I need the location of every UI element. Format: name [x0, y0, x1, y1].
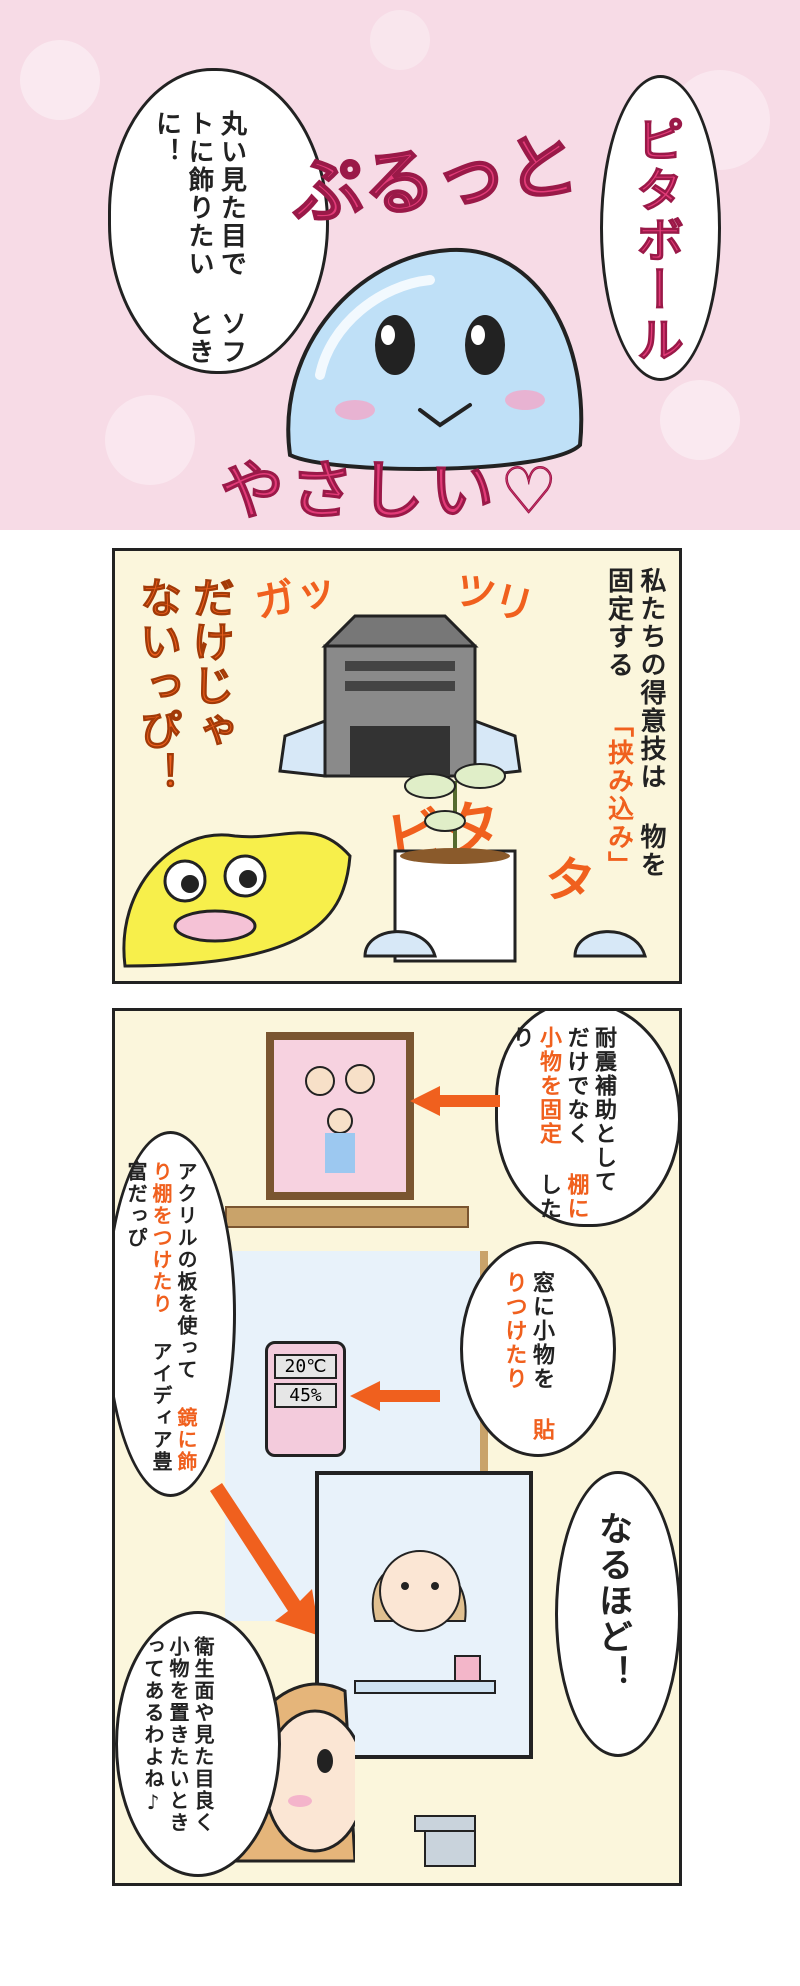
- thermo-hygrometer: 20℃ 45%: [265, 1341, 346, 1457]
- bottom-title-text: やさしい♡: [219, 455, 564, 530]
- left-line-1: 丸い見た目で: [216, 110, 247, 278]
- shout-line-1: だけじゃ: [186, 576, 236, 753]
- bubble-naruhodo: [555, 1471, 679, 1757]
- panel-1: 丸い見た目で ソフトに飾りたい ときに！ ぷるっと ピタボール やさしい♡: [0, 0, 800, 530]
- arrow-to-window: [350, 1381, 440, 1411]
- arrow-to-shelf: [410, 1086, 500, 1116]
- panel2-narration: 私たちの得意技は 物を固定する 「挟み込み」: [602, 567, 667, 897]
- thermo-humidity: 45%: [274, 1383, 337, 1408]
- mirror-reflection: [354, 1550, 496, 1694]
- bottom-line-3: ってあるわよね♪: [141, 1636, 165, 1816]
- narration-line-2: 物を固定する: [603, 567, 667, 879]
- arrow-to-mirror: [210, 1483, 320, 1636]
- bubble-left-text: アクリルの板を使って 鏡に飾り棚をつけたり アイディア豊富だっぴ: [123, 1161, 198, 1491]
- top-line-2: だけでなく: [563, 1026, 589, 1146]
- furniture-illustration: [278, 614, 522, 778]
- top-line-3: 棚に小物を固定: [536, 1026, 589, 1221]
- potted-plant: [393, 763, 517, 963]
- panel-3: 耐震補助として だけでなく 棚に小物を固定 したり 窓に小物を 貼りつけたり 2…: [112, 1008, 682, 1886]
- top-line-1: 耐震補助として: [591, 1026, 616, 1194]
- top-line-4: したり: [508, 1026, 562, 1221]
- left-line-3: ときに！: [151, 110, 215, 366]
- left-speech-bubble: [108, 68, 329, 374]
- bubble-top: [495, 1011, 679, 1227]
- left-line-2: ソフトに飾りたい: [184, 110, 247, 366]
- shelf: [225, 1206, 469, 1228]
- shout-line-2: ないっぴ！: [133, 576, 183, 797]
- panel-2: 私たちの得意技は 物を固定する 「挟み込み」 だけじゃ ないっぴ！ ガッ ツリ …: [112, 548, 682, 984]
- narration-line-1: 私たちの得意技は: [636, 567, 666, 791]
- bubble-bottom-text: 衛生面や見た目良く 小物を置きたいとき ってあるわよね♪: [140, 1636, 215, 1866]
- yellow-mascot: [122, 831, 352, 968]
- left-line-1: アクリルの板を使って: [174, 1161, 198, 1381]
- small-blobs: [363, 930, 647, 958]
- right-speech-bubble: [600, 75, 721, 381]
- window-line-2: 貼りつけたり: [501, 1271, 555, 1442]
- left-bubble-text: 丸い見た目で ソフトに飾りたい ときに！: [150, 110, 248, 370]
- bubble-bottom: [115, 1611, 281, 1877]
- panel2-shout: だけじゃ ないっぴ！: [131, 576, 236, 846]
- bubble-top-text: 耐震補助として だけでなく 棚に小物を固定 したり: [507, 1026, 617, 1226]
- faucet: [414, 1815, 476, 1867]
- right-bubble-text: ピタボール: [627, 115, 684, 366]
- sparkle-background: [20, 10, 770, 485]
- window-line-1: 窓に小物を: [529, 1271, 554, 1391]
- left-line-3: アイディア豊富だっぴ: [124, 1161, 173, 1473]
- bubble-window-text: 窓に小物を 貼りつけたり: [500, 1271, 555, 1451]
- bottom-line-2: 小物を置きたいとき: [166, 1636, 190, 1834]
- mascot-blob: [286, 247, 584, 471]
- bottom-line-1: 衛生面や見た目良く: [191, 1636, 215, 1834]
- family-photo-frame: [266, 1032, 414, 1200]
- bubble-window: [460, 1241, 616, 1457]
- left-line-2: 鏡に飾り棚をつけたり: [149, 1161, 198, 1473]
- thermo-temp: 20℃: [274, 1354, 337, 1379]
- bubble-left: [115, 1131, 236, 1497]
- naruhodo-text: なるほど！: [592, 1511, 633, 1691]
- narration-line-3: 「挟み込み」: [603, 711, 634, 879]
